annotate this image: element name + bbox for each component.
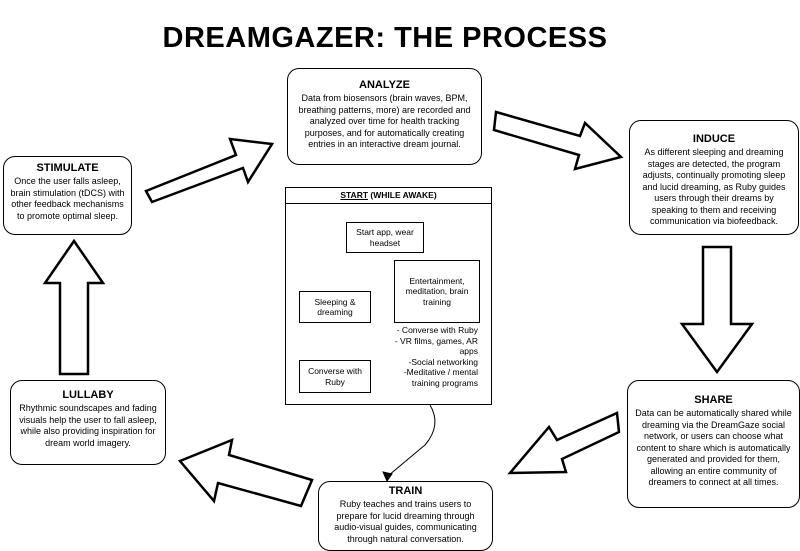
arrow-lullaby-to-train [177,437,314,508]
start-node: Start app, wear headset [346,222,424,253]
start-panel: START (WHILE AWAKE) Start app, wear head… [285,187,492,405]
stimulate-box: STIMULATE Once the user falls asleep, br… [3,156,132,235]
entertainment-node: Entertainment, meditation, brain trainin… [394,260,480,323]
converse-node: Converse with Ruby [299,360,371,393]
arrow-lullaby-to-stimulate [42,238,106,376]
induce-text: As different sleeping and dreaming stage… [642,147,786,226]
connector-start-to-train [387,404,436,477]
share-title: SHARE [694,394,733,406]
start-node-label: Start app, wear headset [356,227,414,248]
sleeping-node-label: Sleeping & dreaming [314,296,356,318]
induce-box: INDUCE As different sleeping and dreamin… [629,120,799,235]
share-text: Data can be automatically shared while d… [635,408,792,487]
lullaby-title: LULLABY [62,389,114,401]
start-header: START (WHILE AWAKE) [286,188,491,204]
stimulate-text: Once the user falls asleep, brain stimul… [10,176,125,221]
entertainment-node-label: Entertainment, meditation, brain trainin… [405,275,469,307]
start-subtitle: (WHILE AWAKE) [368,190,437,200]
entertainment-list: - Converse with Ruby - VR films, games, … [380,325,478,388]
lullaby-text: Rhythmic soundscapes and fading visuals … [19,403,157,448]
share-box: SHARE Data can be automatically shared w… [627,380,800,508]
converse-node-label: Converse with Ruby [308,366,362,387]
induce-title: INDUCE [692,133,736,145]
analyze-title: ANALYZE [359,79,410,91]
list-item: -Social networking [408,356,478,367]
connector-head-train [382,471,393,483]
train-box: TRAIN Ruby teaches and trains users to p… [318,481,493,551]
list-item: - Converse with Ruby [396,325,478,335]
diagram-title: DREAMGAZER: THE PROCESS [162,22,608,54]
train-title: TRAIN [388,485,423,497]
sleeping-node: Sleeping & dreaming [299,291,371,323]
train-text: Ruby teaches and trains users to prepare… [334,499,477,544]
analyze-text: Data from biosensors (brain waves, BPM, … [298,93,471,149]
analyze-box: ANALYZE Data from biosensors (brain wave… [287,68,482,165]
lullaby-box: LULLABY Rhythmic soundscapes and fading … [10,380,166,465]
arrow-share-to-train [507,411,621,475]
arrow-stimulate-to-analyze [144,137,275,204]
list-item: -Meditative / mental training programs [403,367,478,388]
start-title: START [340,190,369,200]
arrow-induce-to-share [679,245,755,375]
arrow-analyze-to-induce [492,110,624,171]
list-item: - VR films, games, AR apps [394,335,478,357]
stimulate-title: STIMULATE [36,162,99,174]
